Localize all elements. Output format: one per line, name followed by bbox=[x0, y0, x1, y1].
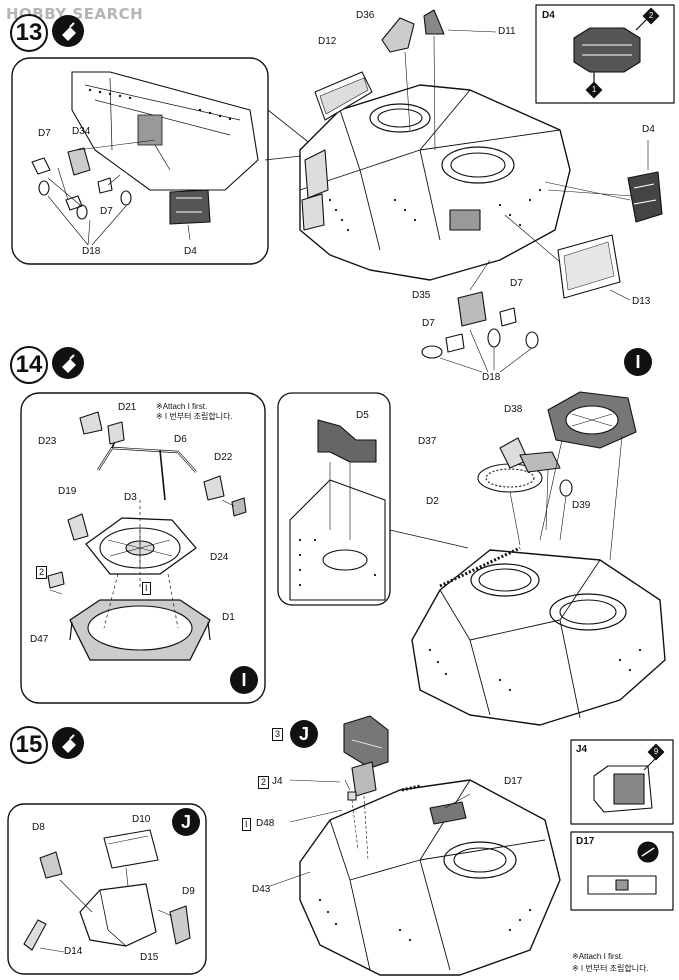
attach-first-note-en: ※Attach I first. bbox=[572, 952, 624, 961]
label-d12: D12 bbox=[318, 36, 337, 47]
order-tag-3: 3 bbox=[272, 728, 284, 741]
cement-icon bbox=[52, 15, 84, 47]
label-d14: D14 bbox=[64, 946, 83, 957]
attach-first-note-ko: ※ I 번부터 조립합니다. bbox=[572, 964, 649, 973]
order-tag-2: 2 bbox=[258, 776, 270, 789]
attach-first-note-ko: ※ I 번부터 조립합니다. bbox=[156, 412, 233, 421]
label-d21: D21 bbox=[118, 402, 137, 413]
label-d11: D11 bbox=[498, 26, 516, 37]
glue-bottle-glyph bbox=[62, 22, 76, 41]
label-d47: D47 bbox=[30, 634, 49, 645]
label-d8: D8 bbox=[32, 822, 45, 833]
subassembly-badge-j: J bbox=[172, 808, 200, 836]
label-d4-inset: D4 bbox=[184, 246, 197, 257]
glue-bottle-glyph bbox=[62, 734, 76, 753]
order-tag-2: 2 bbox=[36, 566, 48, 579]
label-d10: D10 bbox=[132, 814, 151, 825]
label-d5: D5 bbox=[356, 410, 369, 421]
label-d48: D48 bbox=[256, 818, 275, 829]
step-number-13: 13 bbox=[10, 14, 48, 52]
label-d4-right: D4 bbox=[642, 124, 655, 135]
label-d23: D23 bbox=[38, 436, 57, 447]
label-d43: D43 bbox=[252, 884, 271, 895]
subassembly-badge-i: I bbox=[230, 666, 258, 694]
subassembly-badge-i-main: I bbox=[624, 348, 652, 376]
label-d7-bottom-left: D7 bbox=[422, 318, 435, 329]
label-d9: D9 bbox=[182, 886, 195, 897]
j4-detail-title: J4 bbox=[576, 744, 588, 755]
d4-detail-title: D4 bbox=[542, 10, 555, 21]
attach-first-note-en: ※Attach I first. bbox=[156, 402, 208, 411]
label-d19: D19 bbox=[58, 486, 77, 497]
label-d2: D2 bbox=[426, 496, 439, 507]
label-d15: D15 bbox=[140, 952, 159, 963]
label-d38: D38 bbox=[504, 404, 523, 415]
label-d18-bottom: D18 bbox=[482, 372, 501, 383]
label-d34: D34 bbox=[72, 126, 91, 137]
d17-detail-title: D17 bbox=[576, 836, 595, 847]
label-d1: D1 bbox=[222, 612, 235, 623]
label-d18-inset: D18 bbox=[82, 246, 101, 257]
label-d36: D36 bbox=[356, 10, 375, 21]
label-d37: D37 bbox=[418, 436, 437, 447]
label-d3: D3 bbox=[124, 492, 137, 503]
step-number-15: 15 bbox=[10, 726, 48, 764]
label-j4: J4 bbox=[272, 776, 283, 787]
label-d39: D39 bbox=[572, 500, 591, 511]
label-d7-bottom-right: D7 bbox=[510, 278, 523, 289]
step-number-14: 14 bbox=[10, 346, 48, 384]
label-d7-inset-top: D7 bbox=[38, 128, 51, 139]
subassembly-badge-j-main: J bbox=[290, 720, 318, 748]
part-tag-i: I bbox=[242, 818, 251, 831]
label-d35: D35 bbox=[412, 290, 431, 301]
glue-bottle-glyph bbox=[62, 354, 76, 373]
label-d13: D13 bbox=[632, 296, 651, 307]
label-d17: D17 bbox=[504, 776, 523, 787]
label-d6: D6 bbox=[174, 434, 187, 445]
label-d7-inset-right: D7 bbox=[100, 206, 113, 217]
cement-icon bbox=[52, 727, 84, 759]
label-d24: D24 bbox=[210, 552, 229, 563]
cement-icon bbox=[52, 347, 84, 379]
label-d22: D22 bbox=[214, 452, 233, 463]
part-tag-i: I bbox=[142, 582, 151, 595]
